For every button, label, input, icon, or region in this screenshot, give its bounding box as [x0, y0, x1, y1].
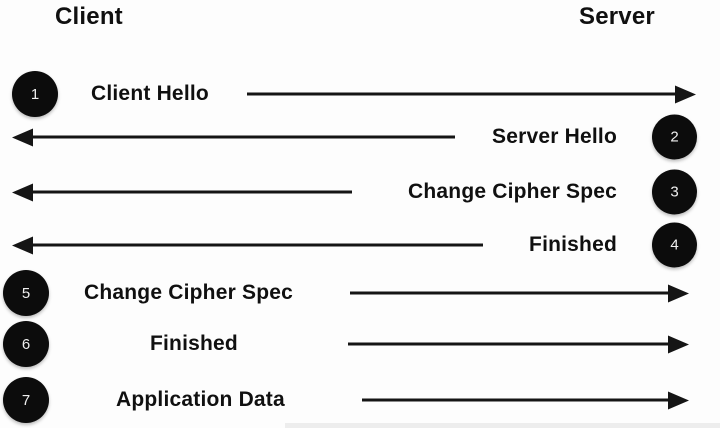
message-label: Server Hello — [492, 125, 617, 148]
step-badge: 1 — [12, 71, 58, 117]
message-label: Finished — [529, 233, 617, 256]
message-label: Change Cipher Spec — [84, 281, 293, 304]
arrow-left-icon — [33, 135, 455, 139]
arrow-left-icon — [33, 190, 352, 194]
client-column-title: Client — [55, 3, 123, 30]
message-label: Application Data — [116, 388, 285, 411]
server-column-title: Server — [579, 3, 655, 30]
message-label: Finished — [150, 332, 238, 355]
arrow-right-icon — [362, 398, 668, 402]
step-badge: 3 — [652, 169, 697, 215]
step-badge: 7 — [3, 377, 49, 423]
step-badge: 6 — [3, 321, 49, 367]
arrow-right-icon — [350, 291, 668, 295]
step-badge: 4 — [652, 222, 697, 268]
step-badge: 5 — [3, 270, 49, 316]
arrow-right-icon — [348, 342, 668, 346]
arrow-left-icon — [33, 243, 483, 247]
step-badge: 2 — [652, 114, 697, 160]
message-label: Client Hello — [91, 82, 209, 105]
message-label: Change Cipher Spec — [408, 180, 617, 203]
bottom-edge-artifact — [285, 423, 720, 428]
arrow-right-icon — [247, 92, 675, 96]
